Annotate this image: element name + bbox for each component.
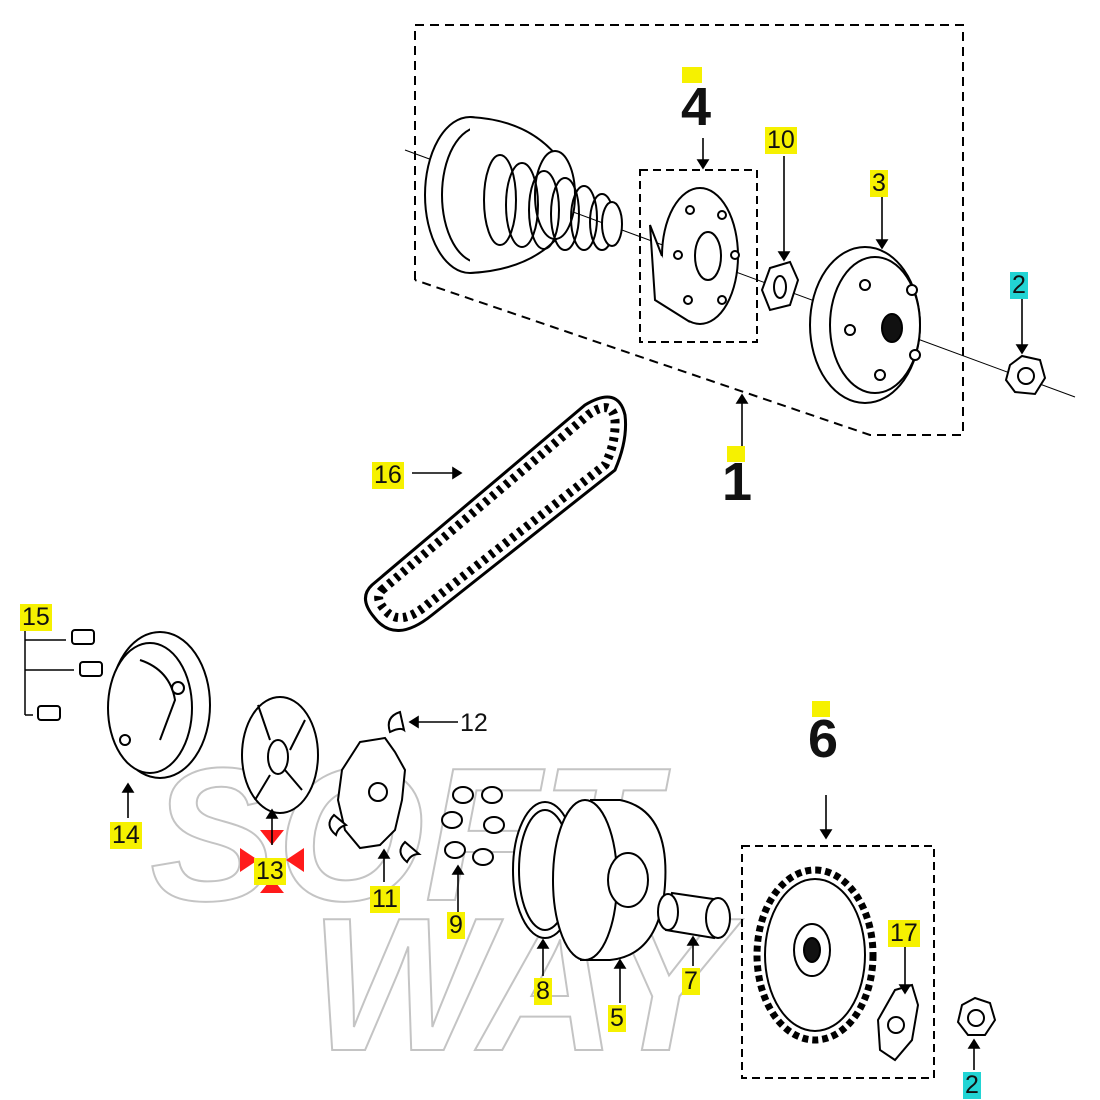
label-7: 7 [682,967,700,995]
spring [483,154,623,251]
label-9: 9 [447,911,465,939]
cover-part-14 [107,631,211,779]
drive-belt-part-16 [364,395,627,632]
ramp-plate-part-13 [241,696,319,814]
label-6: 6 [808,709,839,769]
label-15: 15 [20,603,52,631]
variator-plate-part-11 [336,736,407,850]
label-6-highlight [812,701,830,717]
group-6-boundary [741,845,935,1079]
clutch-housing-part-3 [809,246,921,404]
label-1-highlight [727,446,745,462]
label-2-upper: 2 [1010,271,1028,299]
movable-face-part-5 [552,799,667,961]
rollers-part-9 [441,786,505,866]
label-16: 16 [372,461,404,489]
leader-arrows [121,138,1029,1070]
label-3: 3 [870,169,888,197]
sleeve-part-7 [657,891,731,940]
label-12: 12 [460,709,488,737]
washer-part-10 [760,260,800,312]
group-4-boundary [639,169,758,343]
red-marker-13 [240,830,304,893]
clip-part-12 [328,710,422,864]
label-14: 14 [110,821,142,849]
label-2-lower: 2 [963,1071,981,1099]
plate-part-17 [876,983,920,1062]
stud-leader-bracket [24,628,74,716]
fixed-drive-face [424,116,576,274]
label-8: 8 [534,977,552,1005]
label-5: 5 [608,1004,626,1032]
label-13: 13 [254,857,286,885]
label-1: 1 [722,452,753,512]
nut-part-2-upper [1004,354,1047,396]
studs-part-15 [37,629,103,721]
label-4-highlight [682,67,702,83]
gear-wheel-part-6 [753,866,877,1044]
label-17: 17 [888,919,920,947]
label-11: 11 [370,885,400,913]
cam-plate-part-4 [649,187,740,325]
group-1-boundary [414,24,964,436]
nut-part-2-lower [956,996,997,1036]
label-10: 10 [765,126,797,154]
label-4: 4 [681,77,712,137]
